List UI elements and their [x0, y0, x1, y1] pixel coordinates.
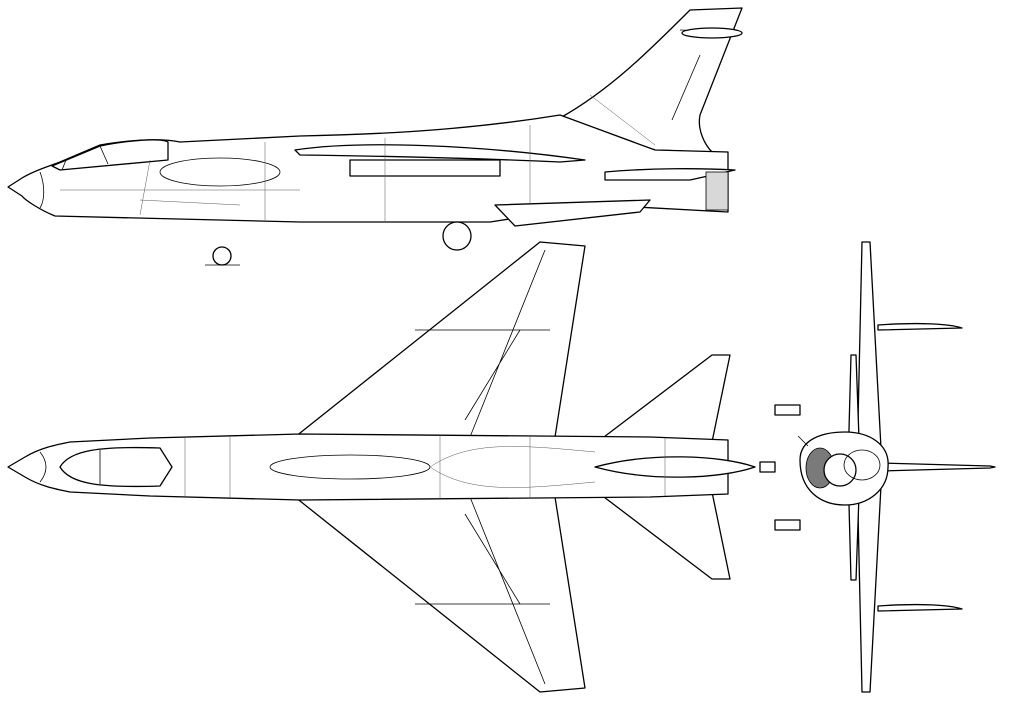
front-nose-cone [823, 453, 857, 487]
side-exhaust-panel [705, 171, 729, 211]
side-fin [559, 7, 743, 153]
top-stabilizer-lower [599, 491, 731, 580]
side-view [7, 7, 743, 266]
side-wing-root [159, 157, 281, 187]
side-fin-pod [681, 27, 743, 39]
side-canopy [51, 139, 169, 171]
front-canopy [843, 449, 881, 481]
side-panel-lines [60, 94, 656, 222]
front-fin [879, 462, 996, 472]
top-wing-lower-flap [415, 496, 550, 685]
top-wing-upper-flap [415, 249, 550, 438]
side-main-wheel [442, 221, 472, 251]
side-nose-wheel [212, 246, 232, 266]
front-pylons [759, 322, 963, 612]
top-wing-upper [294, 241, 586, 438]
top-panel-lines [184, 435, 666, 499]
top-view [7, 241, 756, 693]
top-stabilizer-upper [599, 354, 731, 443]
side-ventral-fin [494, 199, 651, 227]
side-wing [294, 144, 586, 163]
front-view [759, 241, 996, 693]
side-nose-cone [39, 171, 45, 209]
front-antenna [797, 435, 809, 447]
top-wing-lower [294, 496, 586, 693]
top-canopy [59, 446, 173, 488]
side-canopy-frame [61, 145, 109, 171]
top-exhaust [594, 456, 756, 478]
side-wing-flap [349, 159, 501, 177]
top-canopy-frame [39, 450, 101, 484]
